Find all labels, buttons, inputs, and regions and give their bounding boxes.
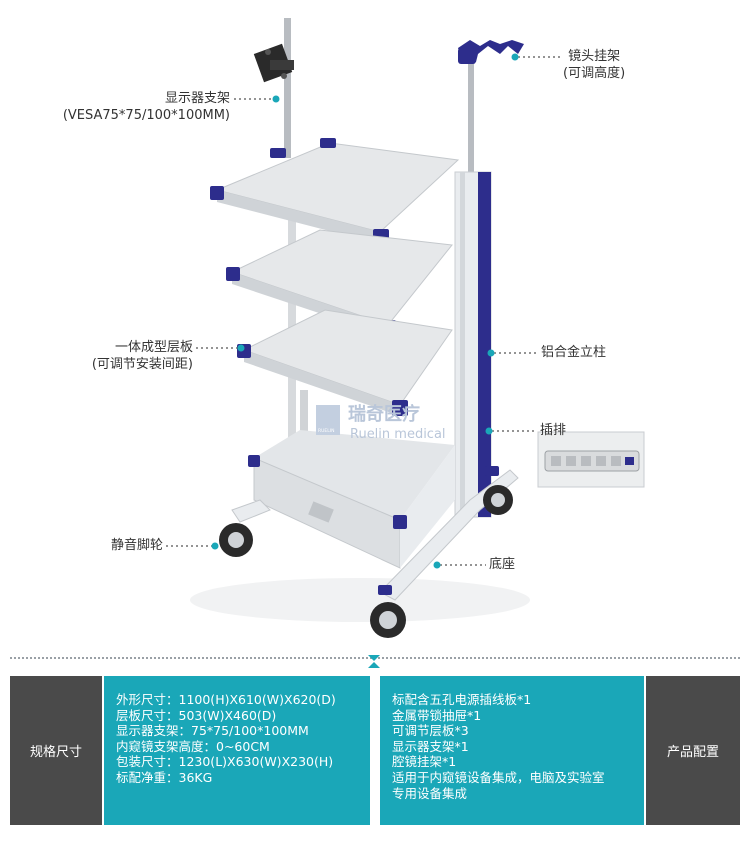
caster-right	[483, 485, 513, 515]
watermark-cn: 瑞奇医疗	[348, 403, 420, 425]
config-line: 标配含五孔电源插线板*1	[392, 692, 532, 707]
config-line: 可调节层板*3	[392, 723, 469, 739]
spec-line: 外形尺寸：1100(H)X610(W)X620(D)	[116, 692, 336, 707]
callout-power-strip: 插排	[540, 422, 566, 439]
callout-aluminum-column-title: 铝合金立柱	[541, 345, 607, 360]
specs-title: 规格尺寸	[29, 745, 82, 760]
lower-shelf	[237, 309, 453, 416]
config-title: 产品配置	[666, 745, 719, 760]
callout-base-title: 底座	[489, 557, 516, 572]
spec-line: 包装尺寸：1230(L)X630(W)X230(H)	[116, 754, 334, 770]
callout-monitor-mount-spec: (VESA75*75/100*100MM)	[62, 108, 230, 123]
divider-marker-icon	[368, 655, 380, 668]
callout-shelf-note: (可调节安装间距)	[91, 357, 193, 372]
config-line: 显示器支架*1	[392, 738, 469, 754]
callout-power-strip-title: 插排	[540, 423, 567, 438]
top-shelf	[210, 138, 460, 245]
config-list: 标配含五孔电源插线板*1 金属带锁抽屉*1 可调节层板*3 显示器支架*1 腔镜…	[380, 676, 644, 825]
monitor-pole	[284, 18, 291, 158]
caster-front	[370, 602, 406, 638]
callout-scope-holder-title: 镜头挂架	[568, 49, 621, 64]
product-illustration: 瑞奇医疗 Ruelin medical RUELIN 显示器支架 (VESA75…	[63, 18, 645, 638]
callout-monitor-mount-title: 显示器支架	[164, 91, 230, 106]
scope-holder	[458, 40, 524, 64]
spec-line: 内窥镜支架高度：0~60CM	[116, 738, 270, 754]
callout-base: 底座	[489, 556, 515, 573]
callout-scope-holder: 镜头挂架 (可调高度)	[563, 48, 625, 82]
aluminum-column	[454, 171, 492, 518]
watermark-logo	[316, 405, 340, 435]
specs-list: 外形尺寸：1100(H)X610(W)X620(D) 层板尺寸：503(W)X4…	[104, 676, 370, 825]
config-line: 金属带锁抽屉*1	[392, 707, 482, 723]
config-line: 腔镜挂架*1	[392, 754, 457, 770]
caster-left	[219, 523, 253, 557]
watermark-en: Ruelin medical	[350, 427, 446, 442]
config-header: 产品配置	[646, 676, 740, 825]
spec-line: 层板尺寸：503(W)X460(D)	[116, 707, 277, 723]
specs-header: 规格尺寸	[10, 676, 102, 825]
callout-leaders	[166, 56, 560, 566]
watermark-logo-text: RUELIN	[318, 428, 334, 434]
callout-shelf: 一体成型层板 (可调节安装间距)	[92, 339, 193, 373]
spec-line: 标配净重：36KG	[116, 769, 213, 785]
callout-dots	[211, 53, 519, 569]
callout-shelf-title: 一体成型层板	[114, 340, 193, 355]
trolley-drawing: 瑞奇医疗 Ruelin medical RUELIN	[166, 18, 645, 638]
callout-aluminum-column: 铝合金立柱	[541, 344, 606, 361]
vesa-mount	[253, 43, 294, 83]
callout-caster-title: 静音脚轮	[110, 538, 163, 553]
scope-holder-pole	[468, 55, 474, 195]
callout-caster: 静音脚轮	[111, 537, 163, 554]
config-line: 专用设备集成	[392, 785, 468, 801]
config-line: 适用于内窥镜设备集成，电脑及实验室	[392, 769, 605, 785]
callout-monitor-mount: 显示器支架 (VESA75*75/100*100MM)	[63, 90, 230, 124]
power-strip-inset	[537, 431, 645, 488]
callout-scope-holder-note: (可调高度)	[563, 66, 626, 81]
spec-line: 显示器支架：75*75/100*100MM	[116, 723, 309, 739]
drawer-cabinet	[248, 430, 455, 569]
